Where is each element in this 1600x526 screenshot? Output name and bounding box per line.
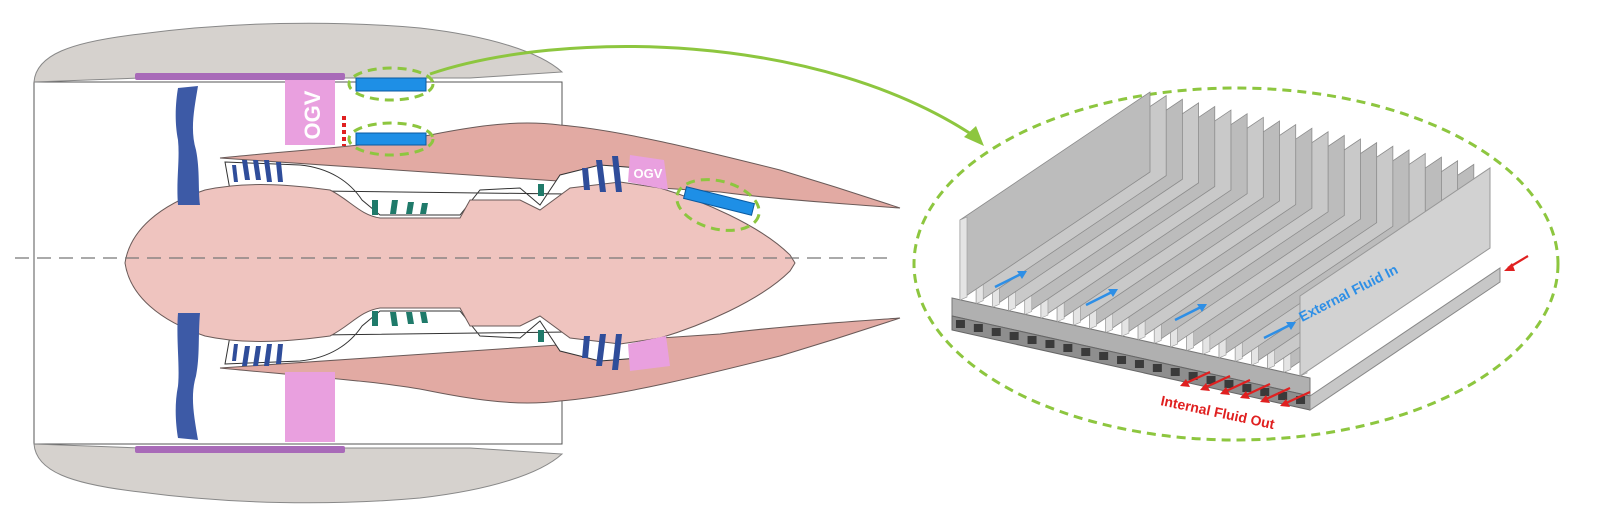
internal-flow-arrow [1243,383,1271,397]
core-ogv-label: OGV [634,166,663,181]
core-duct-top [224,161,651,216]
inlet-arrowhead [1504,263,1515,271]
external-arrowhead [1017,271,1027,279]
external-flow-arrow [994,271,1024,289]
compressor-blades-bottom [232,344,283,366]
heat-exchanger-bypass [682,186,756,216]
turbine-blades-top [582,156,622,192]
fan-blade-top [175,86,200,205]
external-flow-arrows [994,271,1296,340]
internal-flow-arrow [1223,379,1251,393]
internal-arrowhead [1180,379,1190,387]
fan-ogv-label: OGV [300,90,325,139]
nacelle-bottom [33,443,564,504]
heat-exchanger-detail [951,91,1501,411]
internal-channel [991,328,1001,336]
fan-ogv-top [285,80,335,145]
core-ogv-bottom [628,336,670,371]
highlight-ring-1 [347,66,435,102]
compressor-blades-bottom-teal [372,311,544,342]
internal-arrowhead [1220,387,1230,395]
nacelle-liner-bottom [135,446,345,453]
external-arrowhead [1197,304,1207,312]
internal-channel [1099,352,1109,360]
internal-arrowhead [1240,391,1250,399]
turbine-blades-bottom [582,334,622,370]
core-ogv-top [628,155,668,190]
internal-channel [1242,384,1252,392]
highlight-ring-3 [675,178,761,232]
internal-flow-arrow [1263,387,1291,401]
internal-flow-arrow [1283,391,1311,405]
external-flow-arrow [1263,322,1293,340]
internal-channel [1134,360,1144,368]
internal-channel [1027,336,1037,344]
core-cowl-bottom [219,317,901,404]
detail-ring [912,86,1560,442]
internal-channel [1045,340,1055,348]
compressor-blades-top [232,160,283,182]
internal-channel [1170,368,1180,376]
internal-channel [1117,356,1127,364]
heat-exchanger-fan-duct [355,77,427,92]
internal-arrowhead [1280,399,1290,407]
internal-channel [1063,344,1073,352]
internal-channel [1278,392,1288,400]
internal-channel [955,320,965,328]
external-flow-arrow [1085,289,1115,307]
compressor-blades-top-teal [372,184,544,215]
fin [959,91,1151,301]
external-flow-arrow [1174,304,1204,322]
core-body [124,181,796,345]
internal-channel [1009,332,1019,340]
fan-ogv-bottom [285,372,335,442]
internal-channel [1081,348,1091,356]
internal-flow-arrow [1183,371,1211,385]
internal-arrowhead [1260,395,1270,403]
fan-blade-bottom [175,313,200,440]
external-arrowhead [1286,322,1296,330]
end-wall [1299,167,1491,377]
internal-channel [1224,380,1234,388]
base-plate-side [1309,267,1501,411]
internal-flow-arrows [1180,255,1529,407]
internal-channel [973,324,983,332]
core-duct-bottom [224,310,651,365]
internal-channel [1188,372,1198,380]
external-arrowhead [1108,289,1118,297]
internal-channel [1296,396,1306,404]
internal-channel [1206,376,1216,384]
internal-flow-arrow [1203,375,1231,389]
internal-arrowhead [1200,383,1210,391]
connector-arrow [429,45,981,142]
nacelle-liner-top [135,73,345,80]
internal-channel [1260,388,1270,396]
internal-channel [1152,364,1162,372]
engine-cross-section: OGV OGV [15,22,901,504]
connector-arrowhead [964,126,984,146]
heat-exchanger-core-cowl [355,132,427,146]
highlight-ring-2 [347,121,435,157]
